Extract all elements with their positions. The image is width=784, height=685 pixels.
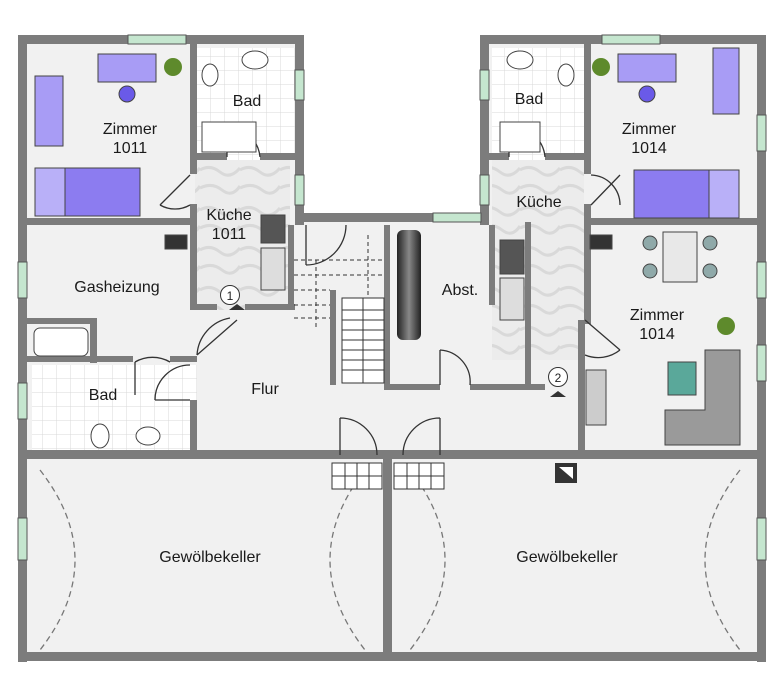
room-label-kueche-1011: Küche 1011 [206, 207, 252, 243]
room-label-zimmer-1014-right: Zimmer 1014 [629, 307, 685, 343]
room-label-kueche-right: Küche [516, 194, 562, 211]
room-label-zimmer-1011: Zimmer 1011 [102, 121, 158, 157]
furniture [33, 47, 741, 449]
room-label-zimmer-1014-top: Zimmer 1014 [621, 121, 677, 157]
room-label-gewoelbekeller-right: Gewölbekeller [516, 549, 618, 566]
entrance-arrows [229, 304, 566, 397]
room-label-gewoelbekeller-left: Gewölbekeller [159, 549, 261, 566]
windows [17, 34, 767, 561]
entrance-marker-1: 1 [220, 285, 240, 305]
staircase [294, 235, 445, 490]
room-label-flur: Flur [251, 381, 279, 398]
room-label-bad-top-right: Bad [514, 91, 544, 108]
room-label-bad-left: Bad [88, 387, 118, 404]
room-label-bad-top-left: Bad [232, 93, 262, 110]
plants [164, 58, 735, 335]
room-label-abst: Abst. [441, 282, 479, 299]
room-label-gasheizung: Gasheizung [74, 279, 160, 296]
beds [34, 167, 740, 219]
entrance-marker-2: 2 [548, 367, 568, 387]
cylinder-tank [397, 230, 421, 340]
